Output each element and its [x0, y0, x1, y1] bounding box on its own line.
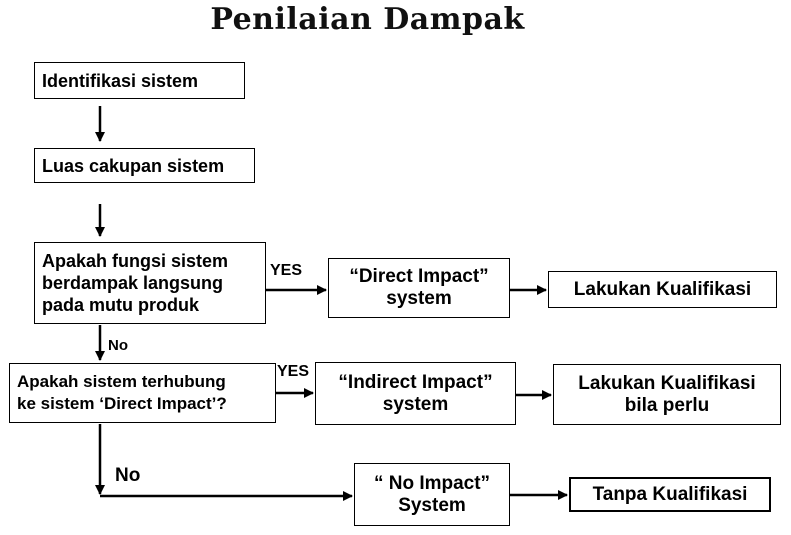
box-direct-label: “Direct Impact” system: [349, 266, 489, 309]
yes-label-2: YES: [277, 363, 310, 380]
box-lakukan-kualifikasi-2: Lakukan Kualifikasi bila perlu: [553, 364, 781, 425]
box-tanpa-label: Tanpa Kualifikasi: [592, 483, 748, 505]
box-direct-impact: “Direct Impact” system: [328, 258, 510, 318]
box-no-impact: “ No Impact” System: [354, 463, 510, 526]
diagram-title: Penilaian Dampak: [210, 2, 525, 37]
box-noimpact-label: “ No Impact” System: [373, 472, 491, 516]
box-tanpa-kualifikasi: Tanpa Kualifikasi: [569, 477, 771, 512]
box-lakukan1-label: Lakukan Kualifikasi: [573, 278, 752, 300]
box-lakukan-kualifikasi-1: Lakukan Kualifikasi: [548, 271, 777, 308]
box-apakah-fungsi: Apakah fungsi sistem berdampak langsung …: [34, 242, 266, 324]
box-indirect-label: “Indirect Impact” system: [338, 371, 493, 415]
box-luas-cakupan: Luas cakupan sistem: [34, 148, 255, 183]
box-lakukan2-label: Lakukan Kualifikasi bila perlu: [578, 372, 756, 416]
box-identifikasi-sistem: Identifikasi sistem: [34, 62, 245, 99]
no-label-1: No: [108, 337, 128, 354]
box-luas-label: Luas cakupan sistem: [42, 155, 225, 176]
yes-label-1: YES: [270, 262, 303, 279]
no-label-2: No: [115, 465, 141, 486]
box-identifikasi-label: Identifikasi sistem: [42, 70, 199, 91]
box-apakah-terhubung-label: Apakah sistem terhubung ke sistem ‘Direc…: [17, 372, 227, 413]
box-apakah-terhubung: Apakah sistem terhubung ke sistem ‘Direc…: [9, 363, 276, 423]
box-indirect-impact: “Indirect Impact” system: [315, 362, 516, 425]
box-apakah-fungsi-label: Apakah fungsi sistem berdampak langsung …: [42, 251, 229, 315]
